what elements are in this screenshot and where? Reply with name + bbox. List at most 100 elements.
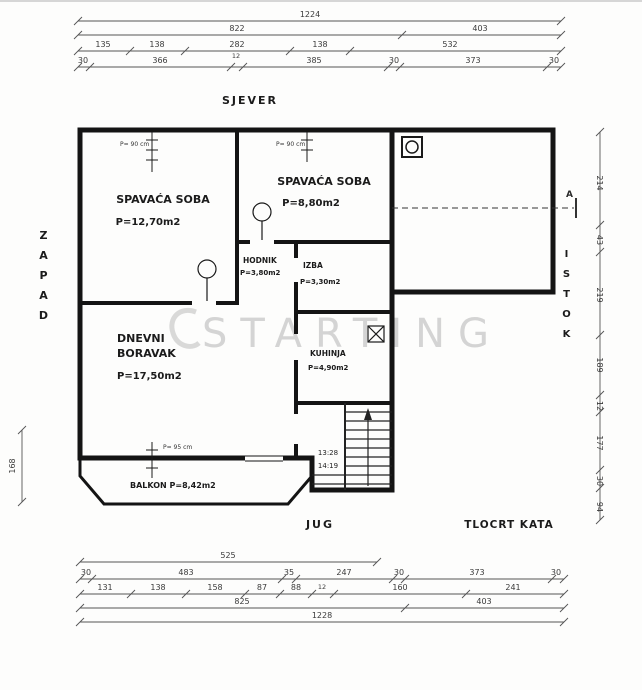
dim-label: 138 (149, 40, 164, 49)
compass-south: JUG (305, 518, 334, 531)
dim-label: 88 (291, 583, 301, 592)
room-area: P=3,30m2 (300, 278, 341, 286)
dim-label: 30 (389, 56, 399, 65)
dim-label: 12 (318, 583, 326, 591)
room-name: SPAVAĆA SOBA (277, 175, 371, 188)
dimension-ticks (75, 617, 569, 627)
room-labels: SPAVAĆA SOBA P=12,70m2 SPAVAĆA SOBA P=8,… (116, 175, 372, 490)
dim-label: 525 (220, 551, 235, 560)
dim-label: 12 (232, 52, 240, 60)
dimension-block-bottom (75, 557, 569, 627)
parapet-label: P= 95 cm (163, 444, 192, 451)
dim-label: 30 (595, 476, 604, 486)
dim-label: 219 (595, 287, 604, 302)
balcony-door (245, 452, 283, 463)
dim-label: 168 (8, 458, 17, 473)
window-ladder-icon (146, 442, 158, 478)
room-area: P=3,80m2 (240, 269, 281, 277)
dim-label: 43 (595, 235, 604, 245)
dimension-labels-bottom: 525 30 483 35 247 30 373 30 131 138 158 … (81, 551, 561, 620)
watermark-text: STARTING (202, 311, 502, 357)
compass-east: ISTOK (561, 249, 572, 349)
dim-label: 373 (465, 56, 480, 65)
dim-label: 1228 (312, 611, 332, 620)
dim-label: 822 (229, 24, 244, 33)
section-line (392, 198, 577, 218)
dim-label: 158 (207, 583, 222, 592)
dim-label: 177 (595, 435, 604, 450)
parapet-label: P= 90 cm (276, 141, 305, 148)
dim-label: 366 (152, 56, 167, 65)
chimney-icon (401, 136, 423, 158)
room-area: P=4,90m2 (308, 364, 349, 372)
dimension-ticks (595, 127, 605, 525)
dim-label: 532 (442, 40, 457, 49)
dim-label: 189 (595, 357, 604, 372)
room-name: DNEVNI (117, 332, 165, 345)
dimension-ticks (75, 589, 569, 599)
dimension-ticks (75, 557, 382, 567)
dim-label: 282 (229, 40, 244, 49)
dimension-labels-top: 1224 822 403 135 138 282 138 532 30 366 … (78, 10, 559, 65)
dimension-ticks (73, 46, 566, 56)
dim-label: 12 (595, 401, 604, 411)
dimension-ticks (75, 574, 569, 584)
balcony-wall (78, 456, 314, 506)
stairs-label: 14:19 (318, 462, 338, 470)
stairs-arrow-head (364, 408, 372, 420)
dim-label: 87 (257, 583, 267, 592)
dimension-ticks (73, 30, 566, 40)
room-area: P=17,50m2 (117, 371, 182, 382)
window-ladder-icon (146, 132, 158, 172)
dim-label: 94 (595, 502, 604, 512)
room-name: IZBA (303, 261, 323, 270)
dim-label: 403 (476, 597, 491, 606)
dimension-labels-right: 214 43 219 189 12 177 30 94 (595, 175, 604, 512)
stairs (312, 403, 392, 490)
watermark-logo (169, 308, 201, 349)
dim-label: 30 (81, 568, 91, 577)
room-label: BALKON P=8,42m2 (130, 481, 216, 490)
dim-label: 241 (505, 583, 520, 592)
dim-label: 30 (394, 568, 404, 577)
interior-walls (78, 128, 394, 460)
dim-label: 385 (306, 56, 321, 65)
room-name: SPAVAĆA SOBA (116, 193, 210, 206)
dim-label: 214 (595, 175, 604, 190)
section-mark-label: A (566, 190, 573, 200)
dim-label: 30 (551, 568, 561, 577)
room-name: BORAVAK (117, 347, 176, 360)
compass-west: ZAPAD (37, 229, 50, 329)
parapet-marks (146, 132, 313, 478)
compass-north: SJEVER (222, 94, 278, 107)
dimension-block-left (17, 425, 27, 507)
boiler-icon (367, 325, 385, 343)
dim-label: 135 (95, 40, 110, 49)
door-symbols (197, 202, 272, 301)
dimension-block-right (595, 127, 605, 525)
dim-label: 483 (178, 568, 193, 577)
dim-label: 131 (97, 583, 112, 592)
parapet-label: P= 90 cm (120, 141, 149, 148)
dim-label: 403 (472, 24, 487, 33)
stairs-label: 13:28 (318, 449, 338, 457)
dim-label: 1224 (300, 10, 320, 19)
door-pivot-icon (252, 202, 272, 222)
dim-label: 138 (312, 40, 327, 49)
dim-label: 825 (234, 597, 249, 606)
door-pivot-icon (197, 259, 217, 279)
room-area: P=8,80m2 (282, 198, 340, 209)
dim-label: 247 (336, 568, 351, 577)
dim-label: 373 (469, 568, 484, 577)
plan-title: TLOCRT KATA (464, 519, 553, 531)
dimension-ticks (73, 62, 566, 72)
window-ladder-icon (301, 132, 313, 162)
floor-plan-walls (77, 127, 556, 506)
dim-label: 138 (150, 583, 165, 592)
stairs-treads (312, 411, 392, 485)
dimension-ticks (17, 425, 27, 507)
dim-label: 30 (549, 56, 559, 65)
dimension-ticks (75, 603, 569, 613)
